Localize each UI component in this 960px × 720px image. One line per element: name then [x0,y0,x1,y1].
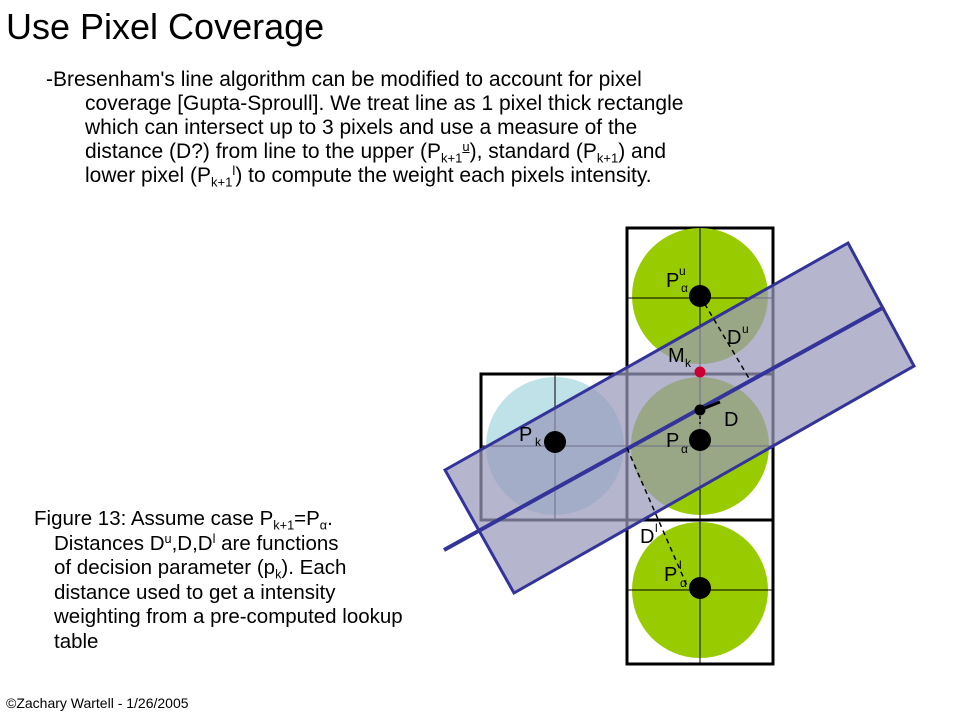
caption-line-4: distance used to get a intensity [54,580,336,604]
pixel-center-k [544,431,566,453]
bullet-text: ), standard (P [469,140,597,163]
label-pk-sub: k [535,435,542,449]
slide-title: Use Pixel Coverage [6,6,325,47]
label-p-lower-sup: l [679,558,682,572]
caption-text: of decision parameter (p [54,556,276,579]
subscript: k [275,566,282,582]
caption-line-3: of decision parameter (pk). Each [34,556,474,581]
superscript: l [212,530,216,546]
bullet-text: lower pixel (P [85,164,212,187]
figure-caption: Figure 13: Assume case Pk+1=Pα. Distance… [34,507,474,654]
label-p-alpha: P [666,430,679,452]
superscript: l [232,162,236,178]
subscript: k+1 [596,150,619,166]
midpoint-marker [694,366,706,378]
line-centerline [443,305,885,552]
line-point [694,404,706,416]
bullet-text: distance (D?) from line to the upper (P [85,140,441,163]
label-d: D [724,409,738,431]
caption-text: Figure 13: Assume case P [34,507,274,530]
caption-text: are functions [215,531,339,555]
subscript: k+1 [211,174,233,190]
label-p-lower-sub: α [680,576,687,590]
caption-text: ,D,D [171,531,213,555]
caption-text: ). Each [281,556,347,579]
label-mk-sub: k [685,356,692,370]
caption-text: Distances D [54,531,165,555]
bullet-line-4: distance (D?) from line to the upper (Pk… [46,138,806,166]
caption-line-2: Distances Du,D,Dl are functions [34,532,474,557]
caption-text: . [327,507,333,530]
footer-copyright: ©Zachary Wartell - 1/26/2005 [6,695,189,711]
bullet-text: ) and [618,140,667,163]
label-du: D [727,327,741,349]
description-bullet: -Bresenham's line algorithm can be modif… [46,68,806,190]
superscript: u [462,138,470,154]
bullet-line-5: lower pixel (Pk+1l) to compute the weigh… [46,162,806,190]
label-p-upper-sup: u [679,264,686,278]
label-p-alpha-sub: α [681,442,688,456]
label-p-upper-sub: α [681,281,688,295]
distance-du [699,295,751,381]
diagram-labels: P u α D u M k D P k P α D l P l α [519,264,749,590]
bullet-line-2: coverage [Gupta-Sproull]. We treat line … [85,92,684,115]
pixel-center-lower [689,577,711,599]
caption-text: =P [294,507,320,530]
caption-line-5: weighting from a pre-computed lookup [54,605,403,628]
label-p-upper: P [666,270,679,292]
label-dl-sup: l [655,521,658,535]
label-p-lower: P [664,564,677,586]
label-mk: M [668,345,685,367]
superscript: u [164,530,172,546]
label-pk: P [519,424,532,446]
subscript: α [319,517,328,533]
distance-lines [626,295,751,589]
label-dl: D [640,526,654,548]
pixel-center-upper [689,285,711,307]
caption-line-6: table [54,629,99,653]
pixel-center-alpha [689,429,711,451]
distance-dl [626,447,689,589]
subscript: k+1 [441,150,463,166]
subscript: k+1 [273,517,295,533]
bullet-line-3: which can intersect up to 3 pixels and u… [85,116,638,139]
label-du-sup: u [742,322,749,336]
bullet-text: ) to compute the weight each pixels inte… [235,164,652,187]
caption-line-1: Figure 13: Assume case Pk+1=Pα. [34,507,474,532]
bullet-line-1: -Bresenham's line algorithm can be modif… [46,68,642,91]
